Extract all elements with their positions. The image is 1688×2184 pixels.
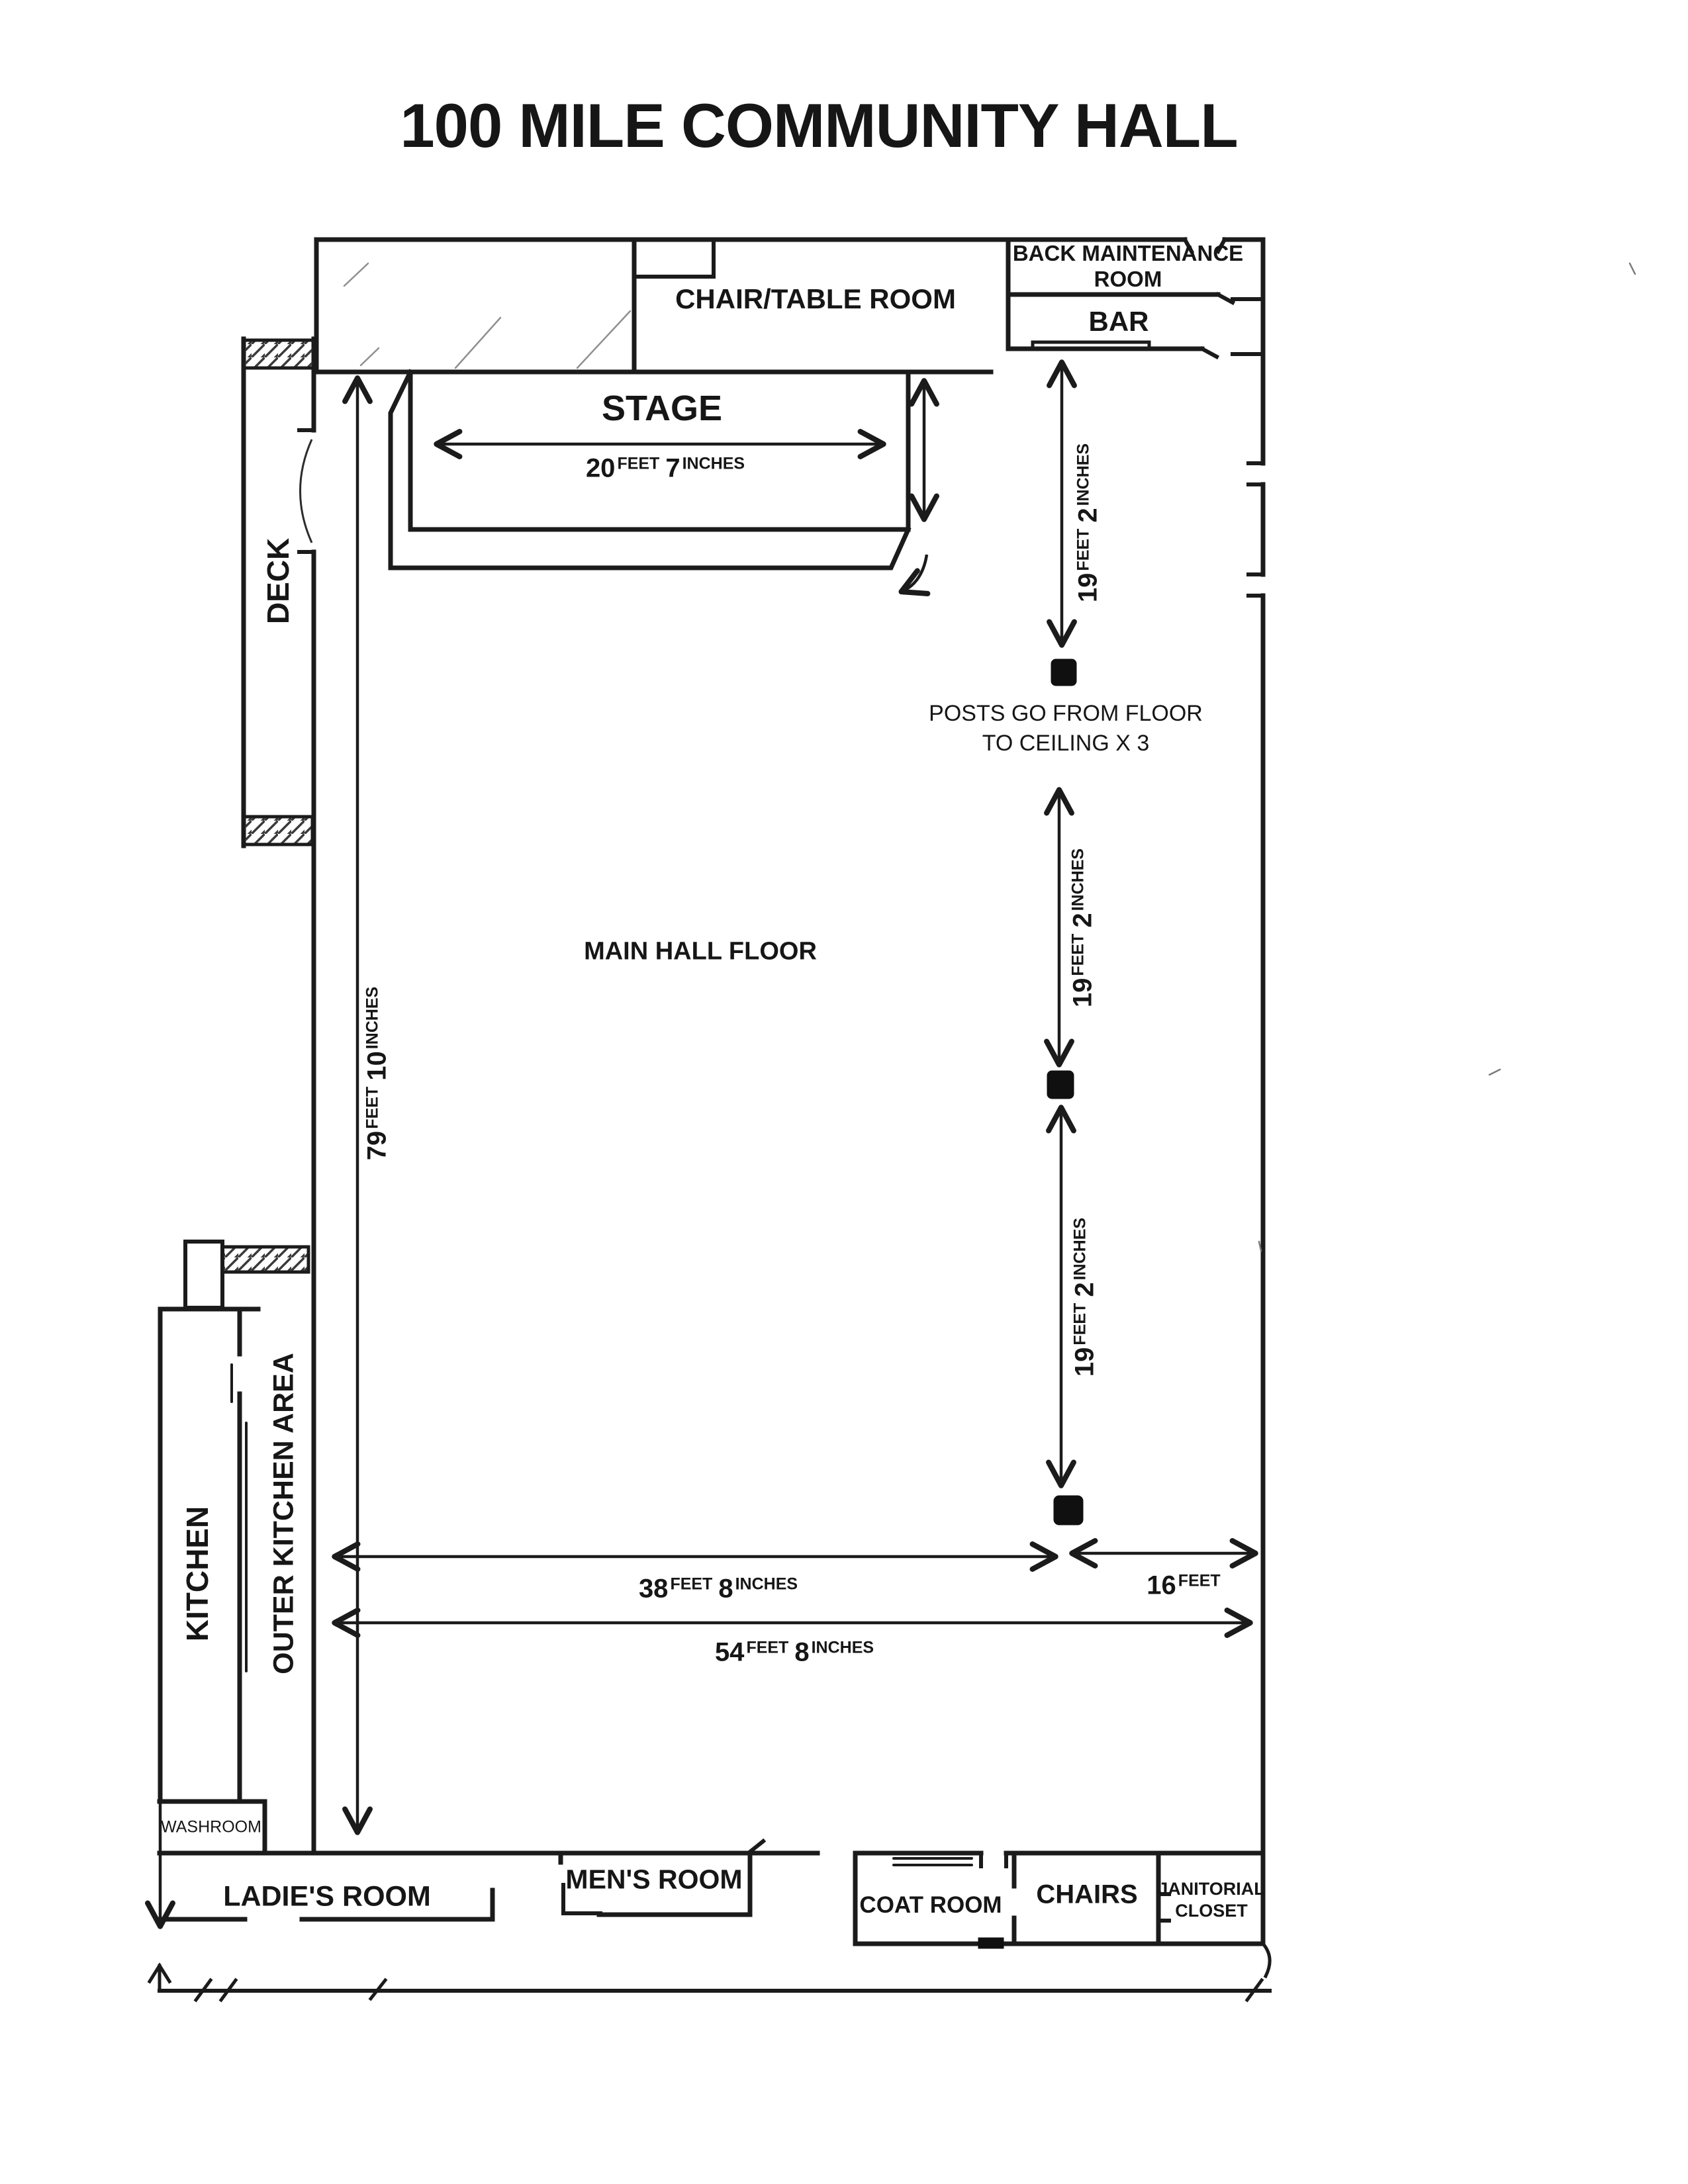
- foyer-hatching: [343, 262, 632, 369]
- chimney: [183, 1240, 224, 1310]
- kitchen-counter: [230, 1363, 248, 1672]
- bar-walls: [1006, 340, 1220, 360]
- room-label-ladies: LADIE'S ROOM: [223, 1880, 431, 1913]
- posts-note: POSTS GO FROM FLOOR TO CEILING X 3: [929, 701, 1203, 756]
- posts: [1047, 659, 1084, 1525]
- post-span-middle-dimension: 19FEET2INCHES: [1068, 848, 1098, 1008]
- room-label-janitorial: JANITORIAL CLOSET: [1158, 1879, 1265, 1921]
- kitchen-step-hatch: [220, 1245, 310, 1274]
- post-1: [1051, 659, 1077, 686]
- post-2: [1047, 1070, 1074, 1099]
- room-label-washroom: WASHROOM: [161, 1817, 261, 1837]
- room-label-deck: DECK: [261, 537, 295, 625]
- room-label-mens: MEN'S ROOM: [565, 1864, 743, 1895]
- back-maintenance-room-walls: [1006, 237, 1236, 351]
- stage-stairs-arrow: [898, 554, 931, 596]
- room-label-back-maintenance: BACK MAINTENANCE ROOM: [1012, 241, 1244, 291]
- post-span-top-dimension: 19FEET2INCHES: [1073, 443, 1103, 603]
- post-span-bottom-dimension: 19FEET2INCHES: [1070, 1217, 1100, 1377]
- room-label-bar: BAR: [1088, 306, 1149, 337]
- mens-door-frame: [561, 1838, 767, 1915]
- hall-length-dimension: 79FEET10INCHES: [362, 986, 392, 1161]
- scan-specks: [1258, 262, 1636, 1252]
- deck-walls: [241, 336, 316, 848]
- room-label-coat: COAT ROOM: [859, 1892, 1002, 1918]
- chair-table-room-walls: [632, 237, 716, 375]
- room-label-stage: STAGE: [601, 388, 723, 428]
- washroom-walls: [145, 1797, 267, 1929]
- coat-door-threshold: [978, 1937, 1004, 1949]
- kitchen-walls: [158, 1240, 310, 1804]
- room-label-main-hall: MAIN HALL FLOOR: [584, 937, 817, 966]
- room-label-chairs: CHAIRS: [1036, 1880, 1138, 1909]
- page-title: 100 MILE COMMUNITY HALL: [400, 91, 1238, 160]
- room-label-kitchen: KITCHEN: [180, 1506, 214, 1642]
- coat-rack: [892, 1857, 973, 1866]
- bottom-rooms-walls: [157, 1838, 1266, 1949]
- post-3: [1053, 1495, 1084, 1525]
- room-label-outer-kitchen: OUTER KITCHEN AREA: [267, 1353, 300, 1674]
- room-label-chair-table: CHAIR/TABLE ROOM: [675, 283, 956, 314]
- dimension-arrows: [332, 359, 1258, 1835]
- bar-counter: [1031, 340, 1151, 351]
- stage-walls: [388, 369, 931, 596]
